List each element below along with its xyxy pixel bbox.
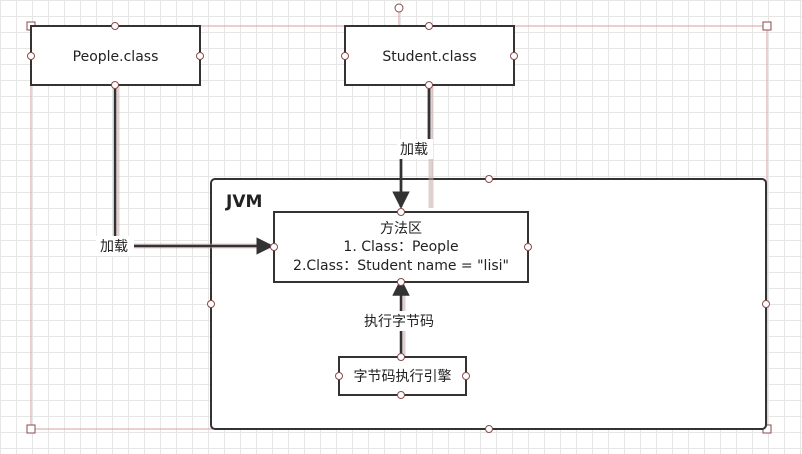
selection-corner-handle[interactable] (26, 424, 36, 434)
rotate-handle[interactable] (394, 3, 404, 13)
student-class-node[interactable]: Student.class (341, 22, 518, 89)
edge-label-load-top: 加载 (400, 142, 428, 158)
connection-handle[interactable] (335, 372, 343, 380)
method-area-node[interactable]: 方法区 1. Class：People 2.Class：Student name… (270, 208, 532, 286)
people-class-node[interactable]: People.class (27, 22, 204, 89)
connection-handle[interactable] (111, 22, 119, 30)
connection-handle[interactable] (397, 208, 405, 216)
execution-engine-label: 字节码执行引擎 (354, 369, 452, 385)
connection-handle[interactable] (270, 243, 278, 251)
method-area-line-student: 2.Class：Student name = "lisi" (293, 258, 509, 274)
connection-handle[interactable] (485, 175, 493, 183)
connection-handle[interactable] (524, 243, 532, 251)
jvm-title: JVM (225, 192, 262, 212)
connection-handle[interactable] (397, 278, 405, 286)
student-class-label: Student.class (382, 49, 476, 65)
connection-handle[interactable] (397, 353, 405, 361)
execution-engine-node[interactable]: 字节码执行引擎 (335, 353, 470, 399)
connection-handle[interactable] (462, 372, 470, 380)
connection-handle[interactable] (111, 81, 119, 89)
method-area-title: 方法区 (380, 221, 422, 237)
connection-handle[interactable] (485, 425, 493, 433)
edge-label-exec: 执行字节码 (364, 314, 434, 330)
connection-handle[interactable] (510, 52, 518, 60)
selection-corner-handle[interactable] (762, 21, 772, 31)
connection-handle[interactable] (425, 22, 433, 30)
connection-handle[interactable] (425, 81, 433, 89)
edge-label-load-left: 加载 (100, 239, 128, 255)
people-class-label: People.class (73, 49, 159, 65)
connection-handle[interactable] (397, 391, 405, 399)
connection-handle[interactable] (196, 52, 204, 60)
connection-handle[interactable] (27, 52, 35, 60)
connection-handle[interactable] (341, 52, 349, 60)
method-area-line-people: 1. Class：People (343, 239, 458, 255)
connection-handle[interactable] (762, 300, 770, 308)
connection-handle[interactable] (207, 300, 215, 308)
